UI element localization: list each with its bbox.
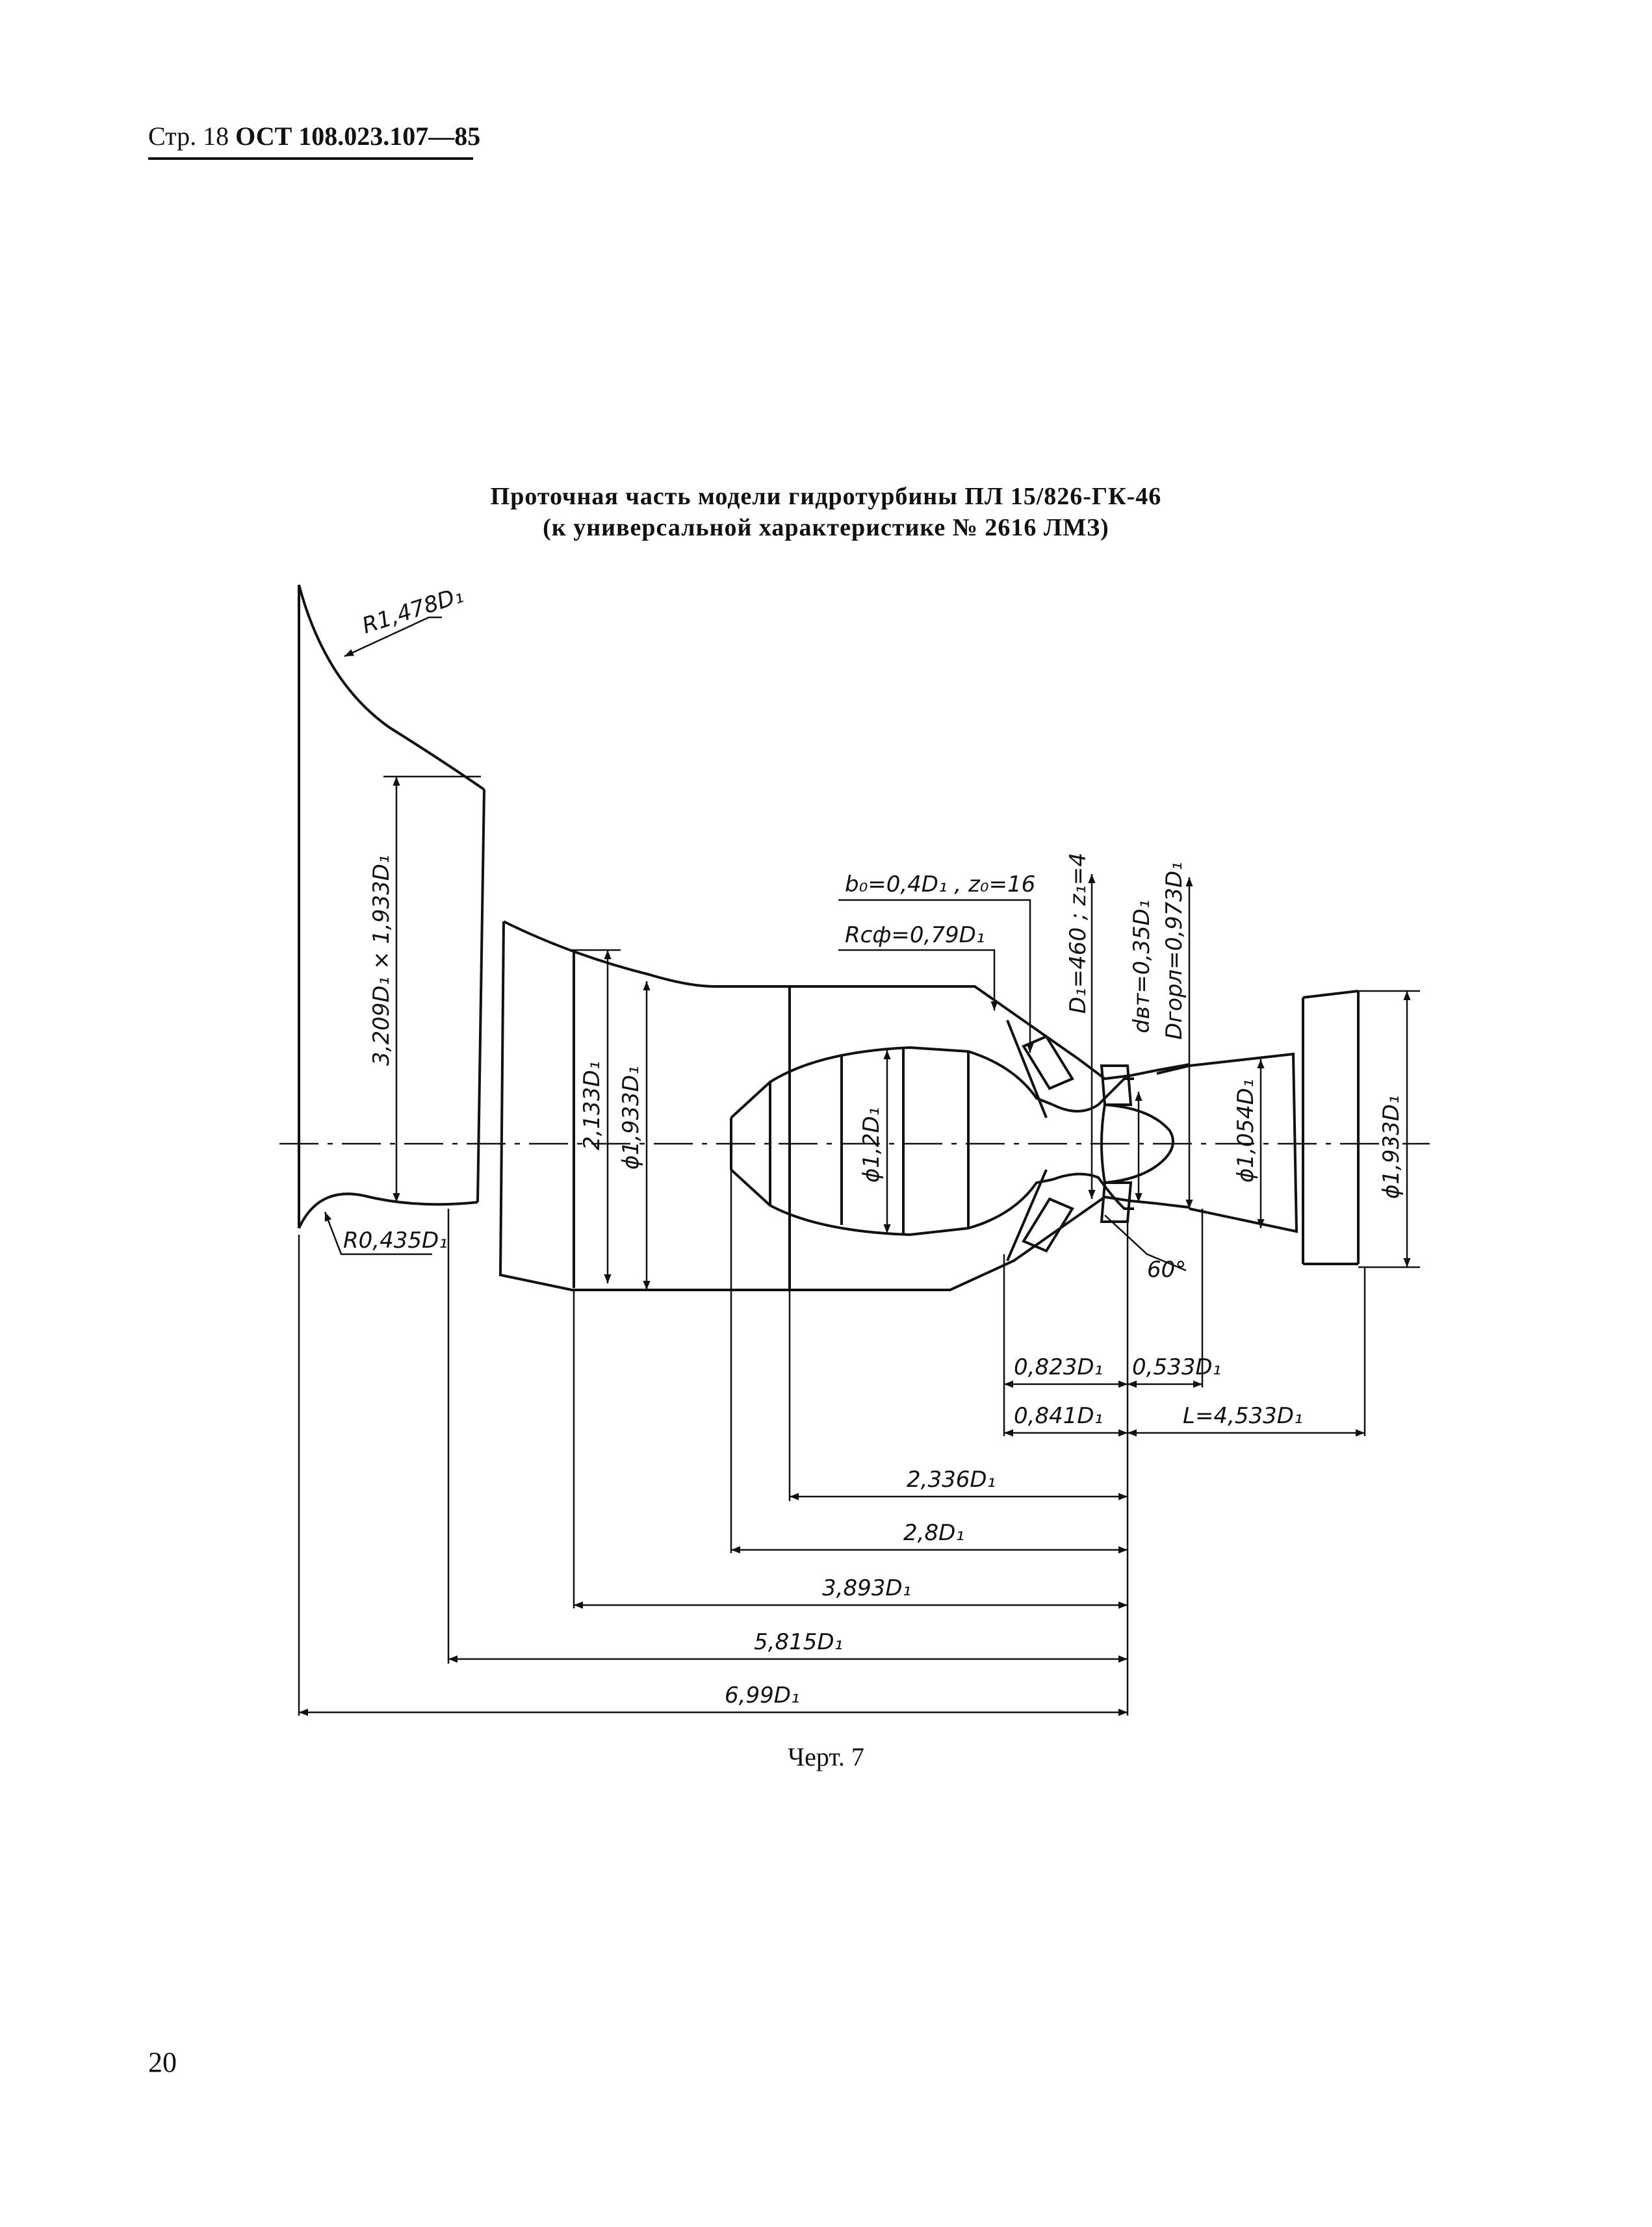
dim-len-28: 2,8D₁ [903,1520,964,1546]
fillet-arc [298,1192,478,1229]
dim-d-1054: ϕ1,054D₁ [1233,1079,1259,1183]
figure-title-line1: Проточная часть модели гидротурбины ПЛ 1… [490,483,1162,510]
dim-d-1933b: ϕ1,933D₁ [1378,1095,1404,1199]
dim-spiral-section: 3,209D₁ × 1,933D₁ [368,855,394,1066]
figure-title-line2: (к универсальной характеристике № 2616 Л… [543,514,1109,541]
dim-len-5815: 5,815D₁ [754,1629,843,1655]
dim-len-2336: 2,336D₁ [907,1467,996,1493]
dim-angle: 60° [1147,1257,1186,1283]
dim-len-3893: 3,893D₁ [822,1575,911,1601]
dim-d-2133: 2,133D₁ [579,1061,605,1150]
dim-r-inlet: R1,478D₁ [359,582,466,639]
dim-r-sph: Rсф=0,79D₁ [845,922,985,948]
dim-b0-z0: b₀=0,4D₁ , z₀=16 [845,871,1035,897]
dim-d-throat: Dгорл=0,973D₁ [1161,862,1187,1040]
dim-len-0823: 0,823D₁ [1014,1354,1103,1380]
standard-number: ОСТ 108.023.107—85 [235,122,481,151]
dim-d-hub: dвт=0,35D₁ [1129,900,1155,1033]
dim-len-699: 6,99D₁ [725,1682,800,1708]
inlet-arc [298,584,485,791]
dim-d-1933a: ϕ1,933D₁ [618,1066,644,1170]
flow-path-outline [279,584,1430,1291]
dim-d-12: ϕ1,2D₁ [858,1107,884,1183]
figure-caption: Черт. 7 [788,1742,864,1771]
dim-r-fillet: R0,435D₁ [343,1228,448,1254]
dim-d1-z1: D₁=460 ; z₁=4 [1065,853,1091,1014]
dimension-labels: R1,478D₁ R0,435D₁ 3,209D₁ × 1,933D₁ 2,13… [343,582,1404,1708]
page-number: 20 [148,2046,177,2078]
dim-len-0533: 0,533D₁ [1132,1354,1221,1380]
header-underline [148,157,473,160]
dim-len-0841: 0,841D₁ [1014,1403,1103,1429]
dimension-lines [298,616,1420,1716]
page-label: Стр. 18 [148,122,229,151]
dim-len-l: L=4,533D₁ [1183,1403,1303,1429]
page-header: Стр. 18 ОСТ 108.023.107—85 [148,121,480,151]
